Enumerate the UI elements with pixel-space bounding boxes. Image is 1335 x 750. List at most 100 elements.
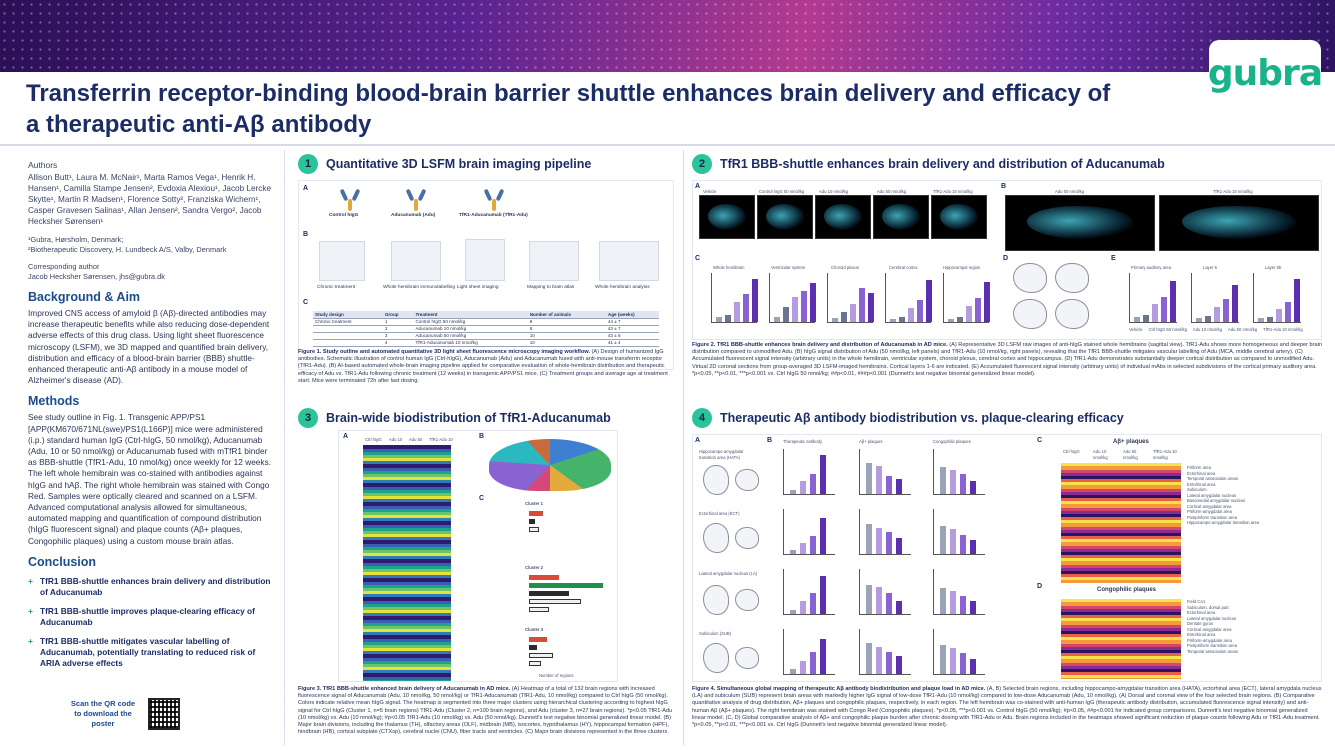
figure-4-caption: Figure 4. Simultaneous global mapping of… (692, 686, 1322, 729)
authors-list: Allison Butt¹, Laura M. McNair¹, Marta R… (28, 173, 272, 226)
legend-item: Adu 10 nmol/kg (1192, 327, 1223, 332)
bar (1205, 316, 1211, 322)
bar (783, 307, 789, 322)
region-bar-plot (783, 629, 835, 675)
table-header: Number of animals (527, 311, 606, 319)
panel-title: Brain-wide biodistribution of TfR1-Aduca… (326, 411, 611, 425)
row-label: Piriform area (1187, 465, 1211, 470)
region-bar-plot (783, 449, 835, 495)
abeta-plaque-heatmap (1061, 463, 1181, 583)
fig-label: B (767, 437, 773, 444)
table-cell: 1 (382, 318, 414, 326)
bar (940, 467, 946, 494)
bar (820, 576, 826, 614)
panel-title: Quantitative 3D LSFM brain imaging pipel… (326, 157, 592, 171)
bar (1223, 299, 1229, 322)
congophilic-plaque-heatmap (1061, 599, 1181, 679)
conclusion-item: TfR1 BBB-shuttle improves plaque-clearin… (28, 606, 273, 628)
cluster-bar (529, 645, 537, 650)
fig-label: C (695, 255, 701, 262)
plot-layer-6b (1253, 273, 1301, 323)
region-label: Lateral amygdalar nucleus (LA) (699, 571, 758, 576)
table-cell: 3 (382, 332, 414, 340)
x-axis-label: Number of regions (539, 673, 574, 678)
methods-text: See study outline in Fig. 1. Transgenic … (28, 412, 272, 546)
header-banner (0, 0, 1335, 72)
pipeline-step: Mapping to brain atlas (527, 285, 575, 290)
plot-hippocampal-region (943, 273, 990, 323)
pipeline-step: Whole hemibrain analysis (595, 285, 650, 290)
heatmap-column: Ctrl hIgG (365, 437, 382, 442)
bar (792, 296, 798, 322)
plot-title: Primary auditory area (1131, 265, 1172, 270)
qr-code[interactable] (148, 698, 180, 730)
cluster-bar (529, 599, 581, 604)
analysis-illustration (599, 241, 659, 281)
heatmap-column: Adu 10 (389, 437, 403, 442)
panel-title: Therapeutic Aβ antibody biodistribution … (720, 411, 1124, 425)
bar (1152, 304, 1158, 322)
bar (810, 651, 816, 674)
table-cell: 41 ± 4 (605, 339, 659, 347)
figure-2: A Vehicle Control hIgG 50 nmol/kg Adu 10… (692, 180, 1322, 340)
bar (908, 308, 914, 322)
fig-label: C (1037, 437, 1043, 444)
table-cell: 8 (527, 325, 606, 333)
bar (832, 318, 838, 322)
fig-label: A (303, 185, 309, 192)
bar (940, 645, 946, 674)
heatmap-column: TfR1-Adu 10 nmol/kg (1153, 449, 1177, 460)
bar (820, 455, 826, 494)
bar (876, 466, 882, 494)
corresponding-author[interactable]: Jacob Hecksher Sørensen, jhs@gubra.dk (28, 272, 165, 281)
image-header: Adu 50 nmol/kg (877, 189, 907, 194)
table-cell: 10 (527, 339, 606, 347)
plot-title: Choroid plexus (831, 265, 859, 270)
panel-3-header: 3 Brain-wide biodistribution of TfR1-Adu… (298, 406, 676, 430)
table-header: Treatment (413, 311, 528, 319)
heatmap-column: Adu 50 (409, 437, 423, 442)
table-cell (313, 325, 383, 333)
cluster-label: Cluster 3 (525, 627, 543, 632)
plot-ventricular-system (769, 273, 816, 323)
row-label: Piriform-amygdalar area (1187, 509, 1232, 514)
row-label: Entorhinal area (1187, 481, 1216, 487)
bar (850, 304, 856, 322)
table-cell: 2 (382, 325, 414, 333)
bar (896, 537, 902, 554)
gubra-logo[interactable]: gubra (1207, 40, 1323, 106)
plot-title: Hippocampal region (943, 265, 981, 270)
bar (790, 609, 796, 614)
fig-label: A (695, 183, 701, 190)
bar (800, 601, 806, 614)
bar (800, 543, 806, 554)
dorsal-brain-view (703, 523, 729, 553)
region-bar-plot (933, 509, 985, 555)
table-cell: Chronic treatment (313, 318, 383, 326)
heatmap-column: TfR1-Adu 10 (429, 437, 453, 442)
logo-text: gubra (1207, 52, 1323, 94)
coronal-brain-view (735, 589, 759, 611)
bar (950, 590, 956, 614)
affiliation-2: ²Biotherapeutic Discovery, H. Lundbeck A… (28, 245, 227, 254)
background-text: Improved CNS access of amyloid β (Aβ)-di… (28, 308, 270, 386)
caption-text: (A, B) Selected brain regions, including… (692, 686, 1322, 729)
fig-label: D (1003, 255, 1009, 262)
plot-title: Whole hemibrain (713, 265, 745, 270)
bar (800, 660, 806, 674)
bar (866, 462, 872, 494)
bar (960, 653, 966, 674)
qr-label: Scan the QR code to download the poster (70, 699, 136, 728)
heatmap-row-labels: Field CA1 Subiculum, dorsal part Ectorhi… (1187, 599, 1317, 654)
panel-3: 3 Brain-wide biodistribution of TfR1-Adu… (298, 406, 676, 748)
panel-4: 4 Therapeutic Aβ antibody biodistributio… (692, 406, 1332, 748)
caption-title: Figure 4. Simultaneous global mapping of… (692, 686, 986, 692)
bar (970, 658, 976, 674)
background-heading: Background & Aim (28, 290, 141, 304)
affiliation-1: ¹Gubra, Hørsholm, Denmark; (28, 235, 124, 244)
table-cell: Aducanumab 50 nmol/kg (413, 332, 528, 340)
plot-title: Cerebral cortex (889, 265, 918, 270)
caption-title: Figure 3. TfR1 BBB-shuttle enhanced brai… (298, 686, 511, 692)
image-header: TfR1-Adu 10 nmol/kg (933, 189, 973, 194)
